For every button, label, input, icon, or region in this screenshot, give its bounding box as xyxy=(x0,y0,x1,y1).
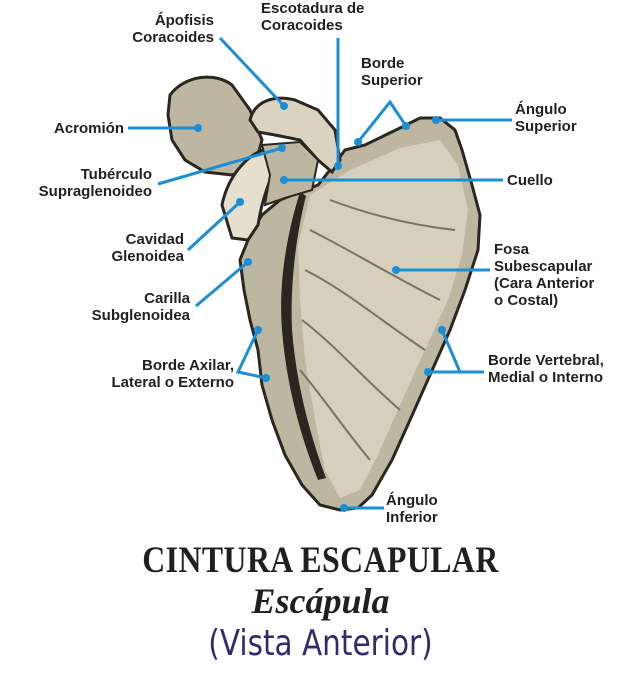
leader-borde-axilar xyxy=(235,329,267,380)
label-carilla-subglenoidea: Carilla Subglenoidea xyxy=(91,290,190,324)
oblique-ridges xyxy=(299,199,456,461)
label-cuello: Cuello xyxy=(507,172,553,189)
lateral-ridge xyxy=(281,192,326,480)
label-borde-superior: Borde Superior xyxy=(361,55,423,89)
fossa-highlight xyxy=(298,140,468,498)
label-angulo-superior: Ángulo Superior xyxy=(515,101,577,135)
leader-carilla xyxy=(195,260,249,308)
label-apofisis-coracoides: Ápofisis Coracoides xyxy=(132,12,214,46)
leader-borde-superior xyxy=(356,99,408,143)
label-tuberculo-supraglenoideo: Tubérculo Supraglenoideo xyxy=(38,166,152,200)
neck-shape xyxy=(260,140,320,207)
label-acromion: Acromión xyxy=(53,120,124,137)
acromion-shape xyxy=(166,75,264,177)
label-borde-vertebral: Borde Vertebral, Medial o Interno xyxy=(488,352,604,386)
leader-dots xyxy=(194,102,446,512)
coracoid-shape xyxy=(248,96,342,175)
label-borde-axilar: Borde Axilar, Lateral o Externo xyxy=(111,357,234,391)
diagram-title: CINTURA ESCAPULAR xyxy=(142,540,499,581)
label-cavidad-glenoidea: Cavidad Glenoidea xyxy=(111,231,184,265)
leader-cavidad xyxy=(186,200,242,252)
diagram-subtitle: Escápula xyxy=(251,581,390,621)
label-escotadura-coracoides: Escotadura de Coracoides xyxy=(261,0,365,34)
label-angulo-inferior: Ángulo Inferior xyxy=(386,492,438,526)
diagram-view-label: (Vista Anterior) xyxy=(208,623,433,664)
leader-apofisis xyxy=(218,36,286,108)
leader-tuberculo xyxy=(157,146,283,186)
label-fosa-subescapular: Fosa Subescapular (Cara Anterior o Costa… xyxy=(494,241,595,309)
leader-lines xyxy=(128,36,512,510)
